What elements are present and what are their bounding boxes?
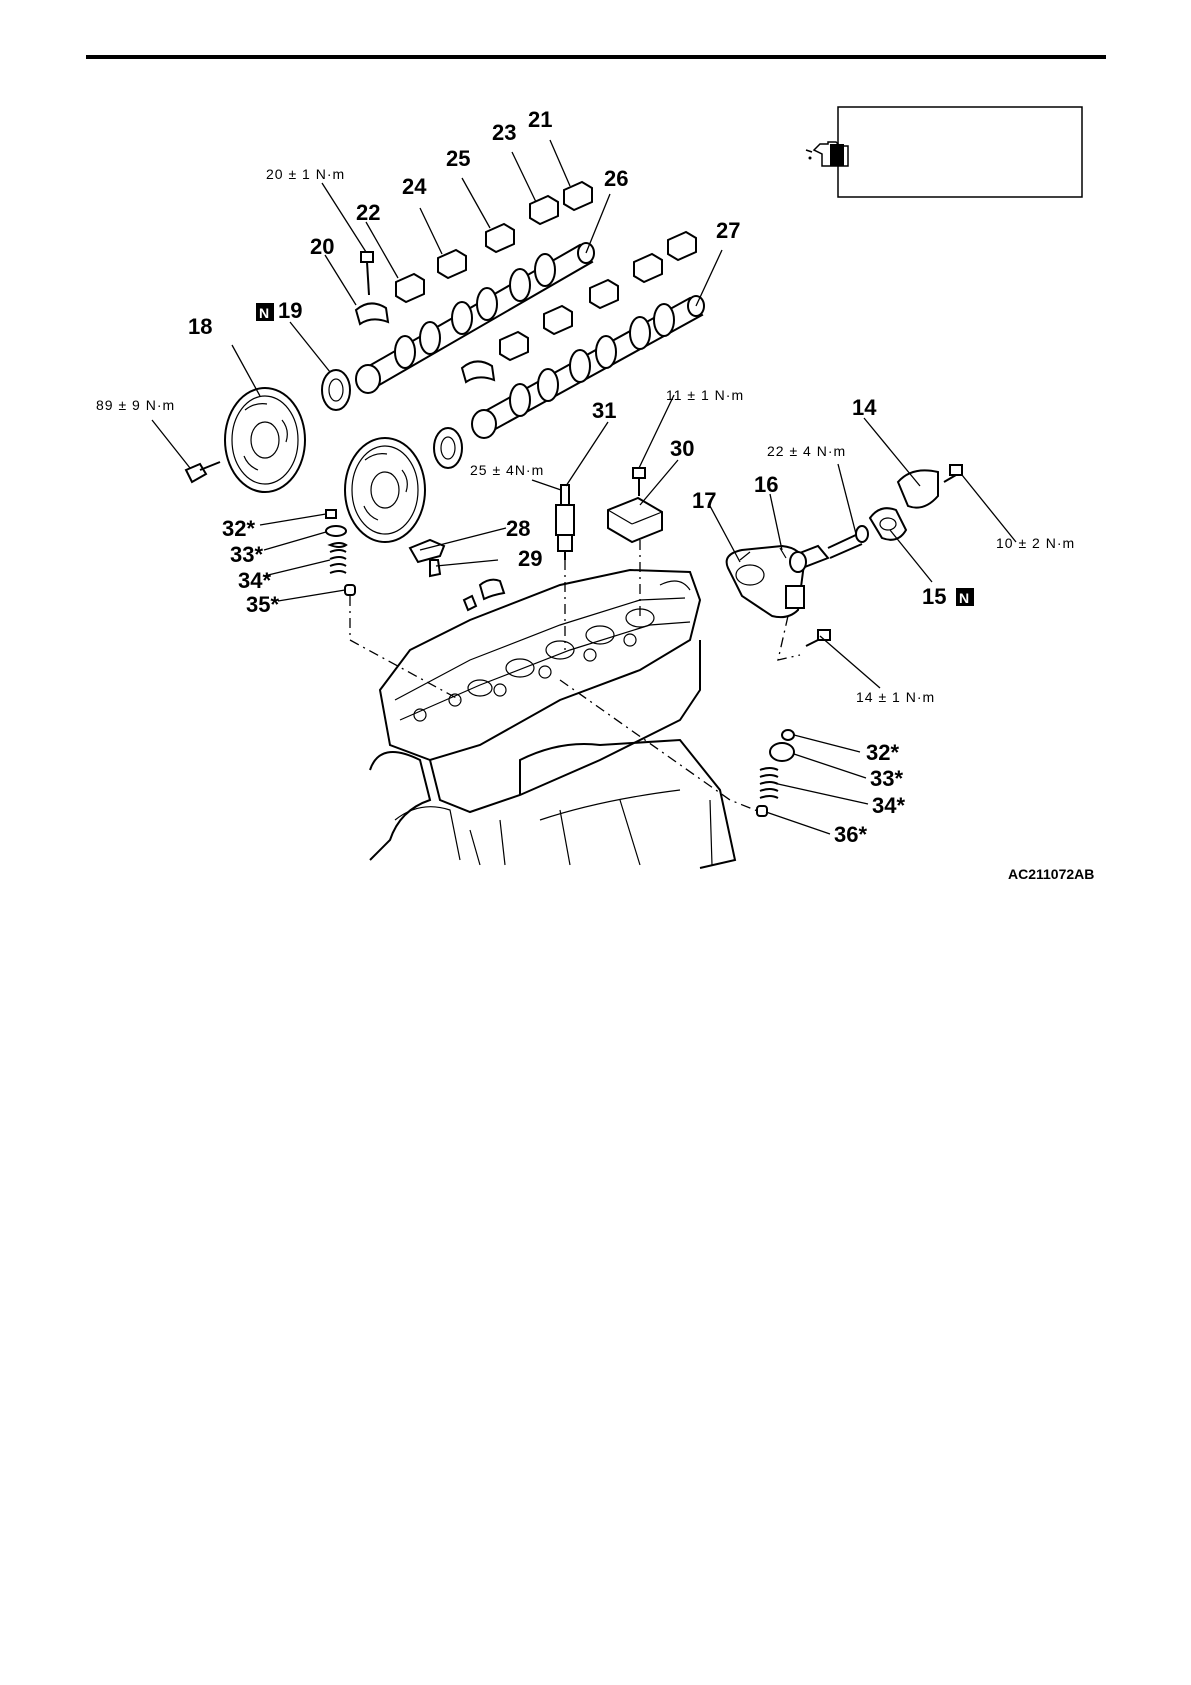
new-part-marker-icon: N <box>256 303 274 321</box>
callout-15: 15 <box>922 584 946 609</box>
torque-label-11: 11 ± 1 N·m <box>666 387 744 403</box>
callout-24: 24 <box>402 174 427 199</box>
svg-text:N: N <box>959 590 969 606</box>
torque-label-25: 25 ± 4N·m <box>470 462 544 478</box>
valve-train-right <box>757 730 794 816</box>
callout-31: 31 <box>592 398 616 423</box>
diagram-code: AC211072AB <box>1008 866 1094 882</box>
callout-33-right: 33* <box>870 766 903 791</box>
callout-18: 18 <box>188 314 212 339</box>
torque-label-10: 10 ± 2 N·m <box>996 535 1075 551</box>
rocker-arms <box>410 540 504 610</box>
callout-21: 21 <box>528 107 552 132</box>
callout-29: 29 <box>518 546 542 571</box>
callout-32-left: 32* <box>222 516 255 541</box>
cap-bolt <box>361 252 373 295</box>
torque-label-89: 89 ± 9 N·m <box>96 397 175 413</box>
oil-can-icon <box>806 142 848 166</box>
camshaft-exhaust <box>472 296 704 438</box>
callout-16: 16 <box>754 472 778 497</box>
spark-plug <box>556 485 574 560</box>
callout-36: 36* <box>834 822 867 847</box>
callout-23: 23 <box>492 120 516 145</box>
callout-25: 25 <box>446 146 470 171</box>
new-part-marker-icon: N <box>956 588 974 606</box>
callout-28: 28 <box>506 516 530 541</box>
callout-19: 19 <box>278 298 302 323</box>
torque-label-14: 14 ± 1 N·m <box>856 689 935 705</box>
callout-20: 20 <box>310 234 334 259</box>
callout-30: 30 <box>670 436 694 461</box>
torque-label-20: 20 ± 1 N·m <box>266 166 345 182</box>
gasket-and-cover <box>870 470 938 539</box>
callout-numbers: 21 23 25 26 24 22 27 20 19 18 31 14 30 1… <box>188 107 946 847</box>
callout-34-right: 34* <box>872 793 905 818</box>
legend-box <box>806 107 1082 197</box>
callout-35: 35* <box>246 592 279 617</box>
callout-17: 17 <box>692 488 716 513</box>
callout-27: 27 <box>716 218 740 243</box>
callout-22: 22 <box>356 200 380 225</box>
valve-train-left <box>326 510 355 595</box>
callout-34-left: 34* <box>238 568 271 593</box>
callout-26: 26 <box>604 166 628 191</box>
ignition-coil <box>608 468 662 542</box>
cylinder-head <box>370 570 735 868</box>
callout-32-right: 32* <box>866 740 899 765</box>
torque-label-22: 22 ± 4 N·m <box>767 443 846 459</box>
svg-text:N: N <box>259 305 269 321</box>
callout-33-left: 33* <box>230 542 263 567</box>
sprocket-bolt <box>186 462 220 482</box>
callout-14: 14 <box>852 395 877 420</box>
